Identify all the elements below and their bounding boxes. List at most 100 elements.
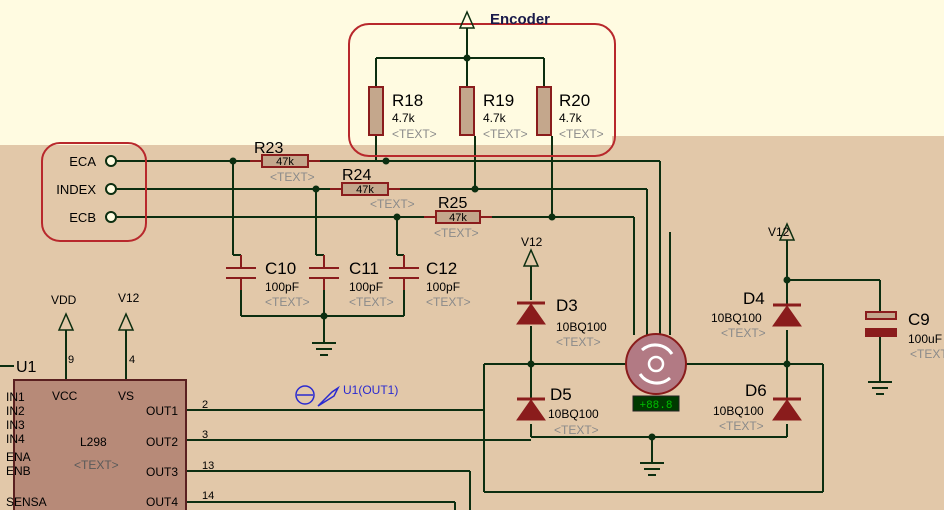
junction-dot — [471, 185, 479, 193]
capacitor-plate — [865, 328, 897, 337]
resistor-value: 47k — [276, 156, 294, 168]
capacitor-c11[interactable]: C11 100pF <TEXT> — [309, 254, 394, 309]
chip-pin-left: IN2 — [6, 404, 25, 418]
chip-pin-left: ENA — [6, 450, 31, 464]
resistor-r25[interactable]: R25 47k <TEXT> — [424, 195, 492, 240]
capacitor-ref: C10 — [265, 259, 296, 278]
power-label: VDD — [51, 293, 77, 307]
motor-rotation-icon — [641, 343, 674, 355]
probe-arrow-icon — [317, 385, 340, 407]
resistor-r19[interactable]: R19 4.7k <TEXT> — [459, 86, 528, 141]
chip-pin-out: OUT1 — [146, 404, 178, 418]
power-vdd: VDD — [51, 293, 77, 331]
terminal-label: INDEX — [56, 182, 96, 197]
resistor-text: <TEXT> — [392, 127, 437, 141]
junction-dot — [783, 360, 791, 368]
resistor-text: <TEXT> — [483, 127, 528, 141]
diode-value: 10BQ100 — [711, 311, 762, 325]
power-arrow-icon — [778, 222, 796, 241]
chip-pin-left: IN4 — [6, 432, 25, 446]
diode-d3[interactable]: D3 10BQ100 <TEXT> — [516, 296, 607, 349]
board-area-top-right — [612, 136, 944, 148]
encoder-title: Encoder — [490, 11, 550, 28]
junction-dot — [393, 213, 401, 221]
chip-ref: U1 — [16, 359, 37, 376]
junction-dot — [463, 54, 471, 62]
chip-pin-num: 2 — [202, 399, 208, 411]
capacitor-c9[interactable]: C9 100uF <TEXT> — [865, 310, 944, 361]
resistor-r18[interactable]: R18 4.7k <TEXT> — [368, 86, 437, 141]
probe-label: U1(OUT1) — [343, 383, 398, 397]
power-arrow-icon — [117, 312, 135, 331]
terminal-ecb[interactable]: ECB — [69, 210, 117, 225]
diode-value: 10BQ100 — [713, 404, 764, 418]
ground-icon — [312, 342, 336, 356]
terminal-eca[interactable]: ECA — [69, 154, 117, 169]
diode-ref: D4 — [743, 289, 765, 308]
terminal-index[interactable]: INDEX — [56, 182, 117, 197]
diode-text: <TEXT> — [719, 419, 764, 433]
chip-pin-out: OUT2 — [146, 435, 178, 449]
terminal-pin-icon — [105, 183, 117, 195]
capacitor-ref: C9 — [908, 310, 930, 329]
chip-pin-left: IN3 — [6, 418, 25, 432]
chip-pin-out: OUT3 — [146, 465, 178, 479]
capacitor-c10[interactable]: C10 100pF <TEXT> — [226, 254, 310, 309]
chip-pin-num: 13 — [202, 460, 214, 472]
power-arrow-icon — [522, 248, 540, 267]
junction-dots — [229, 54, 791, 441]
resistor-body — [261, 154, 309, 168]
resistor-value: 4.7k — [483, 111, 507, 125]
power-label: V12 — [521, 235, 543, 249]
motor-shaft — [647, 355, 665, 373]
chip-body — [13, 379, 187, 510]
capacitor-value: 100pF — [426, 280, 460, 294]
resistor-body — [368, 86, 384, 136]
resistor-ref: R23 — [254, 140, 283, 157]
terminal-label: ECB — [69, 210, 96, 225]
junction-dot — [229, 157, 237, 165]
resistor-r23[interactable]: R23 47k <TEXT> — [250, 140, 320, 184]
voltage-probe[interactable]: U1(OUT1) — [295, 383, 398, 407]
chip-pin-left: IN1 — [6, 390, 25, 404]
resistor-ref: R19 — [483, 91, 514, 110]
resistor-text: <TEXT> — [559, 127, 604, 141]
chip-pin-vs: VS — [118, 389, 134, 403]
resistor-ref: R24 — [342, 167, 371, 184]
terminal-pin-icon — [105, 155, 117, 167]
junction-dot — [648, 433, 656, 441]
diode-text: <TEXT> — [556, 335, 601, 349]
diode-d5[interactable]: D5 10BQ100 <TEXT> — [516, 385, 599, 437]
chip-pin-num-vcc: 9 — [68, 354, 74, 366]
encoder-frame — [348, 23, 616, 157]
encoder-power-arrow-icon — [458, 10, 476, 29]
resistor-ref: R18 — [392, 91, 423, 110]
motor-encoder[interactable]: +88.8 — [625, 333, 687, 412]
power-v12-left: V12 — [117, 291, 140, 331]
resistor-r20[interactable]: R20 4.7k <TEXT> — [536, 86, 604, 141]
resistor-r24[interactable]: R24 47k <TEXT> — [330, 167, 415, 211]
resistor-body — [536, 86, 552, 136]
chip-u1[interactable]: U1 9 4 VCC VS L298 <TEXT> IN1 IN2 IN3 IN… — [6, 354, 214, 510]
power-label: V12 — [118, 291, 140, 305]
diode-text: <TEXT> — [554, 423, 599, 437]
chip-pin-left: SENSA — [6, 495, 47, 509]
resistor-body — [435, 210, 481, 224]
junction-dot — [320, 312, 328, 320]
ground-icon — [868, 381, 892, 395]
power-arrow-icon — [57, 312, 75, 331]
junction-dot — [382, 157, 390, 165]
resistor-body — [341, 182, 389, 196]
capacitor-c12[interactable]: C12 100pF <TEXT> — [389, 254, 471, 309]
chip-pin-left: ENB — [6, 464, 31, 478]
diode-d4[interactable]: D4 10BQ100 <TEXT> — [711, 289, 802, 340]
junction-dot — [783, 276, 791, 284]
probe-icon — [295, 385, 315, 405]
terminal-label: ECA — [69, 154, 96, 169]
resistor-text: <TEXT> — [270, 170, 315, 184]
resistor-text: <TEXT> — [370, 197, 415, 211]
resistor-ref: R25 — [438, 195, 467, 212]
diode-d6[interactable]: D6 10BQ100 <TEXT> — [713, 381, 802, 433]
power-v12-mid: V12 — [521, 235, 543, 267]
